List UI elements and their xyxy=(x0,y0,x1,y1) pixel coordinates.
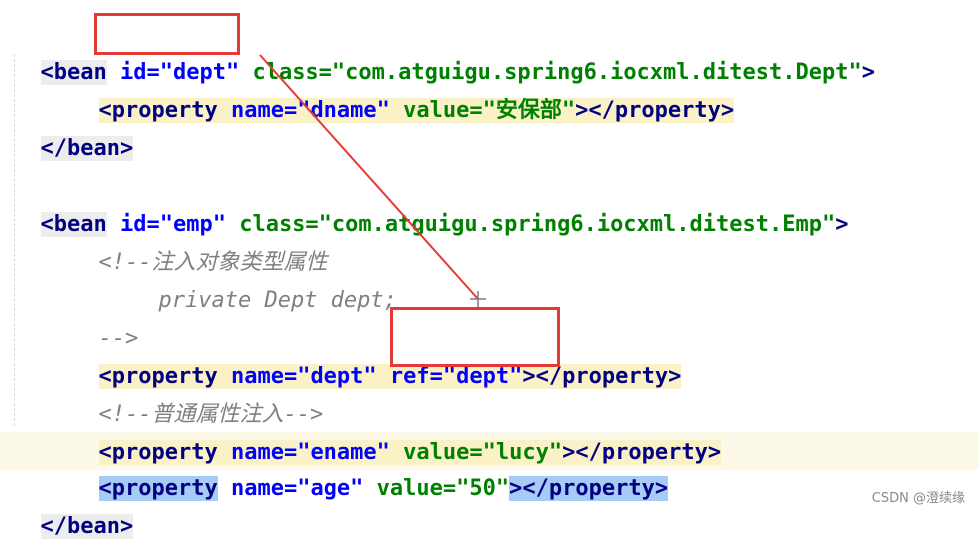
property-close-tag: ></property> xyxy=(575,98,735,123)
property-open-tag-selected: <property xyxy=(98,476,218,501)
code-line-4: <bean id="emp" class="com.atguigu.spring… xyxy=(0,168,979,237)
code-line-8: <property name="dept" ref="dept"></prope… xyxy=(0,320,979,389)
code-line-6: private Dept dept; xyxy=(0,244,979,313)
property-open-tag: <property xyxy=(98,440,218,465)
tag-close: > xyxy=(835,212,849,237)
value-attribute: value="50" xyxy=(376,476,510,501)
ref-dept-highlight-box xyxy=(390,307,560,367)
tag-close: > xyxy=(861,60,875,85)
name-attribute: name="age" xyxy=(230,476,364,501)
property-open-tag: <property xyxy=(98,364,218,389)
id-attribute: id="emp" xyxy=(119,212,226,237)
value-attribute: value="lucy" xyxy=(403,440,563,465)
code-line-10: <property name="ename" value="lucy"></pr… xyxy=(0,396,979,465)
property-open-tag: <property xyxy=(98,98,218,123)
code-line-5: <!--注入对象类型属性 xyxy=(0,206,979,275)
bean-close-tag: </bean> xyxy=(40,136,134,161)
id-attribute: id="dept" xyxy=(119,60,240,85)
comment-end: --> xyxy=(98,326,139,351)
property-close-tag: ></property> xyxy=(522,364,682,389)
code-line-3: </bean> xyxy=(0,92,979,161)
bean-close-tag: </bean> xyxy=(40,514,134,539)
code-line-2: <property name="dname" value="安保部"></pro… xyxy=(0,54,979,123)
bean-open-tag: <bean xyxy=(40,60,107,85)
code-line-7: --> xyxy=(0,282,979,351)
bean-open-tag: <bean xyxy=(40,212,107,237)
property-close-tag-selected: ></property> xyxy=(509,476,669,501)
comment-inline: <!--普通属性注入--> xyxy=(98,402,324,427)
code-line-11: <property name="age" value="50"></proper… xyxy=(0,432,979,501)
ref-attribute: ref="dept" xyxy=(389,364,523,389)
name-attribute: name="ename" xyxy=(230,440,390,465)
watermark-text: CSDN @澄续缘 xyxy=(871,491,965,506)
id-dept-highlight-box xyxy=(94,13,240,55)
code-line-9: <!--普通属性注入--> xyxy=(0,358,979,427)
name-attribute: name="dept" xyxy=(230,364,377,389)
code-line-12: </bean> xyxy=(0,470,979,539)
indent-guide xyxy=(14,54,15,426)
property-close-tag: ></property> xyxy=(562,440,722,465)
